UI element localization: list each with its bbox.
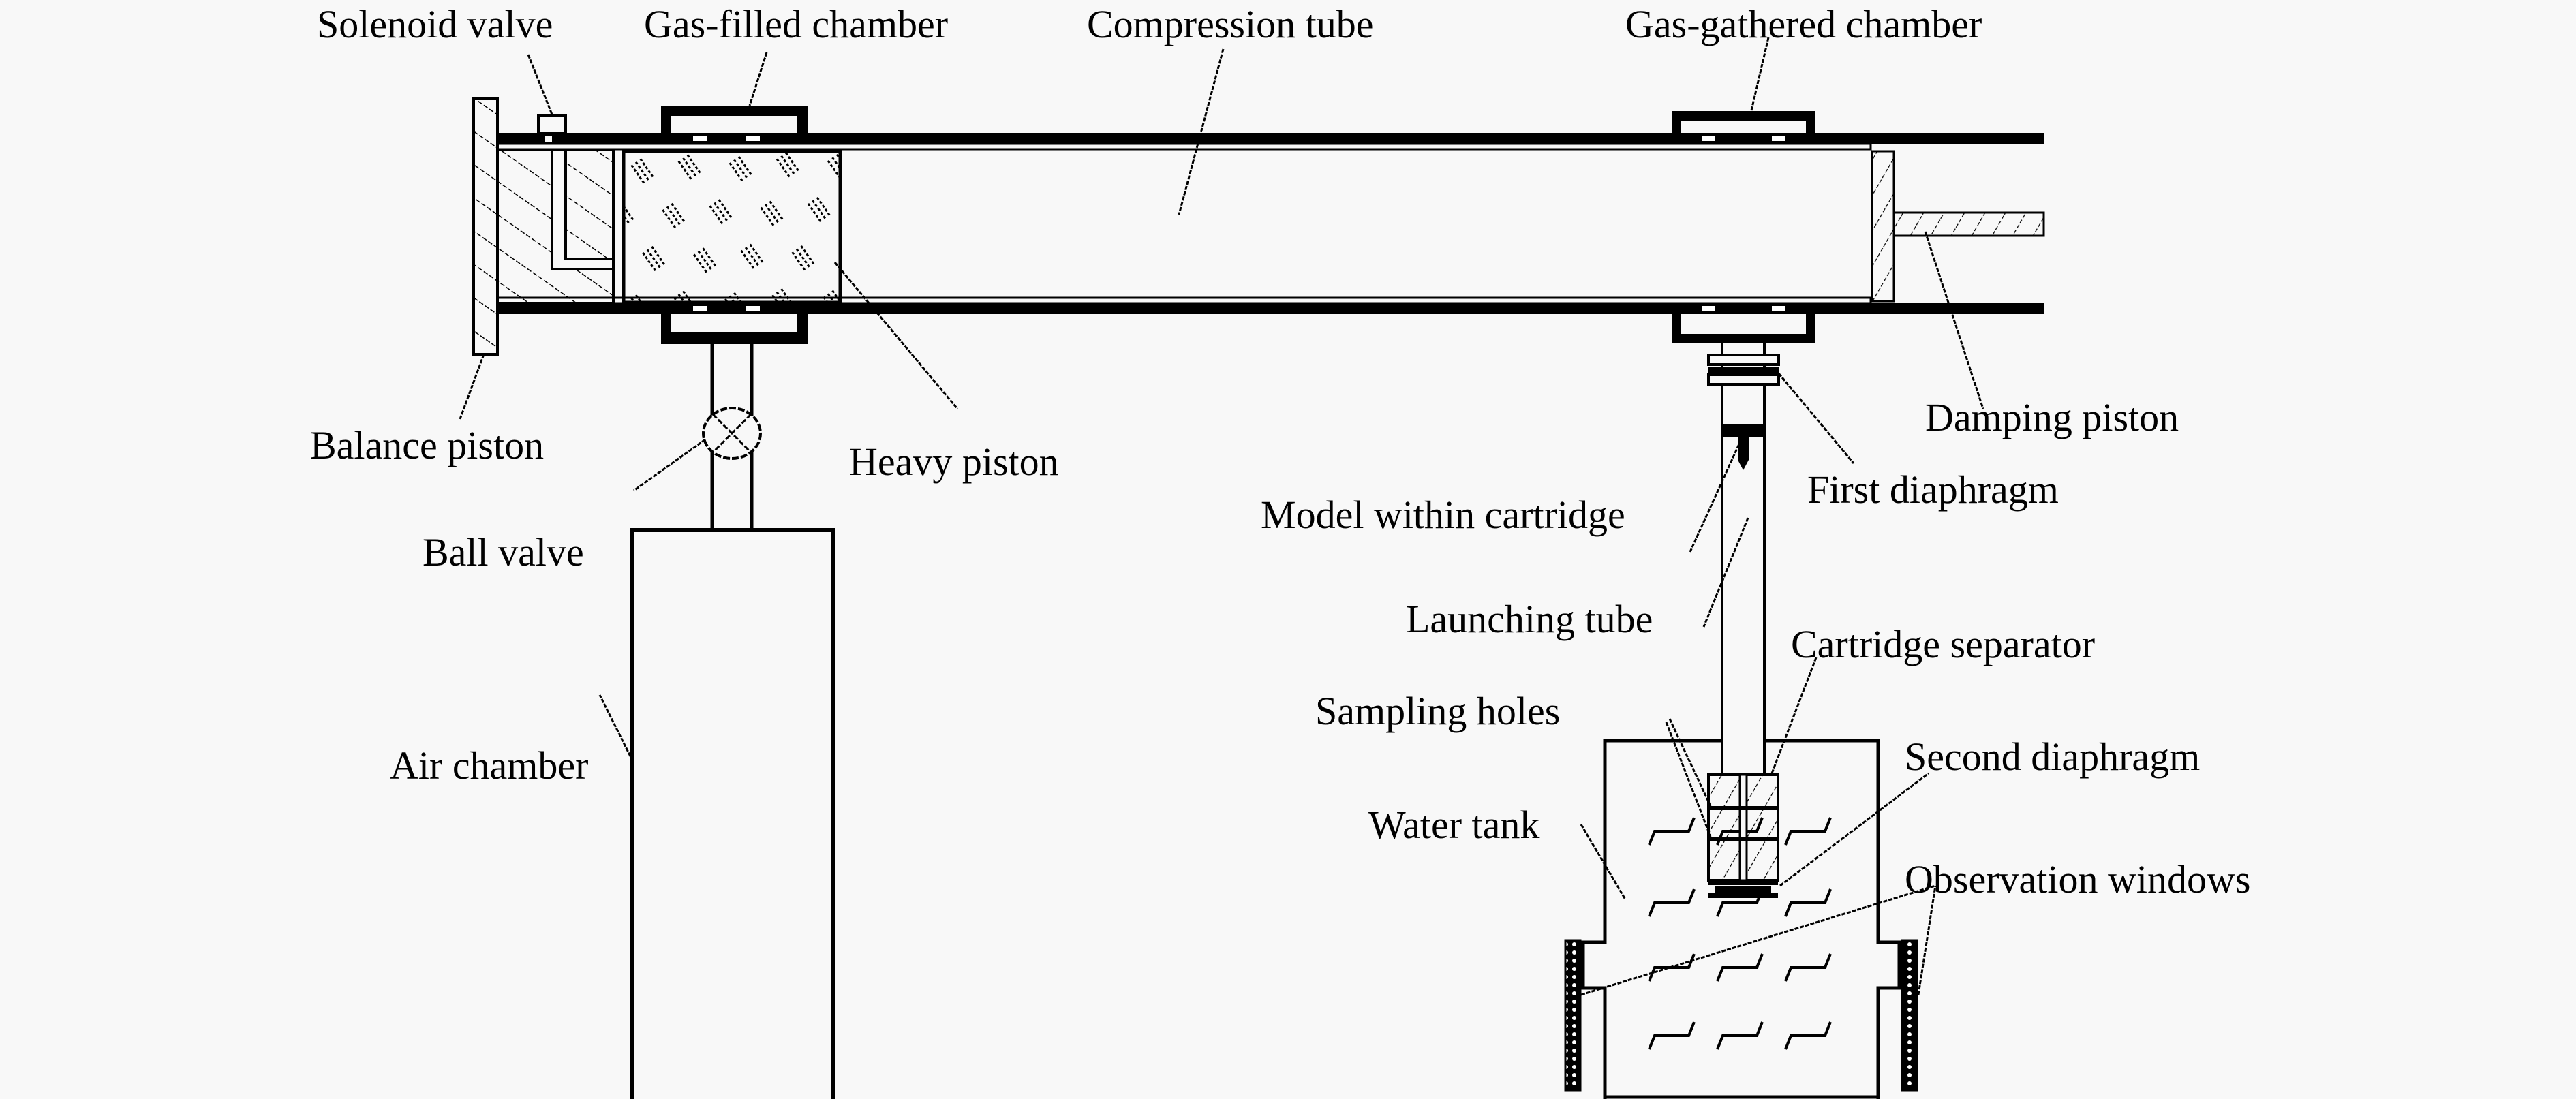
air-chamber: [630, 528, 835, 1099]
label-compression-tube: Compression tube: [1087, 2, 1373, 46]
solenoid-valve: [537, 114, 567, 142]
label-solenoid-valve: Solenoid valve: [317, 2, 553, 46]
label-sampling-holes: Sampling holes: [1315, 689, 1560, 733]
sampling-hole-row: [1708, 806, 1778, 810]
gas-gathered-chamber: [1672, 111, 1815, 343]
compression-tube-bottom-wall: [497, 303, 2044, 314]
compression-tube: [496, 133, 2044, 314]
second-diaphragm: [1708, 880, 1778, 898]
label-ball-valve: Ball valve: [423, 530, 584, 574]
label-air-chamber: Air chamber: [390, 743, 588, 788]
sampling-hole-row: [1708, 837, 1778, 841]
label-gas-filled-chamber: Gas-filled chamber: [644, 2, 948, 46]
label-model-within-cartridge: Model within cartridge: [1261, 493, 1625, 537]
label-launching-tube: Launching tube: [1406, 597, 1653, 641]
tube-inner-liner-top: [496, 142, 1872, 151]
cartridge-separator: [1707, 773, 1779, 882]
balance-piston: [472, 97, 615, 356]
label-cartridge-separator: Cartridge separator: [1791, 622, 2095, 666]
compression-tube-top-wall: [497, 133, 2044, 144]
launching-tube: [1721, 343, 1766, 775]
label-water-tank: Water tank: [1368, 803, 1539, 847]
first-diaphragm: [1707, 354, 1780, 386]
model-within-cartridge: [1722, 424, 1764, 470]
observation-window-left: [1564, 939, 1582, 1092]
label-balance-piston: Balance piston: [310, 423, 544, 467]
gas-filled-chamber: [661, 106, 808, 344]
observation-window-right: [1901, 939, 1918, 1092]
leader-lines: [459, 37, 1984, 996]
ball-valve: [702, 407, 762, 460]
label-damping-piston: Damping piston: [1925, 395, 2179, 439]
damping-piston: [1871, 150, 2045, 303]
label-heavy-piston: Heavy piston: [849, 439, 1059, 484]
label-gas-gathered-chamber: Gas-gathered chamber: [1625, 2, 1982, 46]
label-observation-windows: Observation windows: [1905, 857, 2250, 901]
label-second-diaphragm: Second diaphragm: [1905, 734, 2200, 779]
label-first-diaphragm: First diaphragm: [1807, 467, 2059, 512]
heavy-piston: [622, 149, 842, 305]
